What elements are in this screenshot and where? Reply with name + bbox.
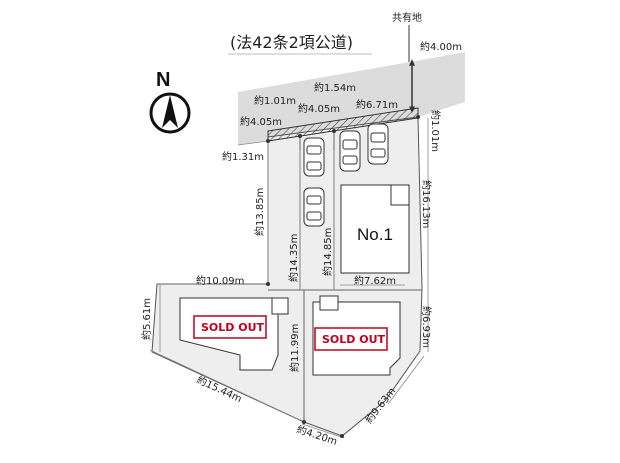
north-label: N xyxy=(156,69,170,91)
dim-14-35: 約14.35m xyxy=(287,234,300,282)
lot-no1-label: No.1 xyxy=(357,225,393,244)
dim-1-31: 約1.31m xyxy=(222,150,264,163)
dim-4-05-mid: 約4.05m xyxy=(298,102,340,115)
dim-5-61: 約5.61m xyxy=(140,298,153,340)
dim-road-width: 約4.00m xyxy=(420,40,462,53)
dimension-lines xyxy=(149,118,429,439)
sold-out-badge-left xyxy=(193,315,267,339)
car-3 xyxy=(339,130,361,172)
road-label: (法42条2項公道) xyxy=(230,33,353,52)
dim-16-13: 約16.13m xyxy=(420,180,433,228)
car-2 xyxy=(303,187,325,227)
house-left-sold: SOLD OUT xyxy=(179,297,289,371)
dim-6-71: 約6.71m xyxy=(356,98,398,111)
corner-dots xyxy=(266,115,420,438)
road-area xyxy=(238,52,465,145)
sold-out-label-left: SOLD OUT xyxy=(201,321,265,334)
dim-1-01-right: 約1.01m xyxy=(429,110,442,152)
car-4 xyxy=(367,123,389,165)
dim-14-85: 約14.85m xyxy=(321,228,334,276)
sold-out-label-right: SOLD OUT xyxy=(322,333,386,346)
dim-10-09: 約10.09m xyxy=(196,274,244,287)
parking-cars xyxy=(303,123,389,227)
car-1 xyxy=(303,137,325,177)
dim-1-01-top: 約1.01m xyxy=(254,94,296,107)
dim-4-05-left: 約4.05m xyxy=(240,115,282,128)
dim-1-54: 約1.54m xyxy=(314,81,356,94)
dim-7-62: 約7.62m xyxy=(354,274,396,287)
sold-out-badge-right xyxy=(314,327,388,351)
dim-13-85: 約13.85m xyxy=(253,188,266,236)
north-arrow: N xyxy=(149,69,191,134)
shared-land-label: 共有地 xyxy=(392,11,422,24)
dim-11-99: 約11.99m xyxy=(288,324,301,372)
dim-6-93: 約6.93m xyxy=(420,306,433,348)
house-right-sold: SOLD OUT xyxy=(312,295,401,376)
house-no1: No.1 xyxy=(340,184,410,274)
